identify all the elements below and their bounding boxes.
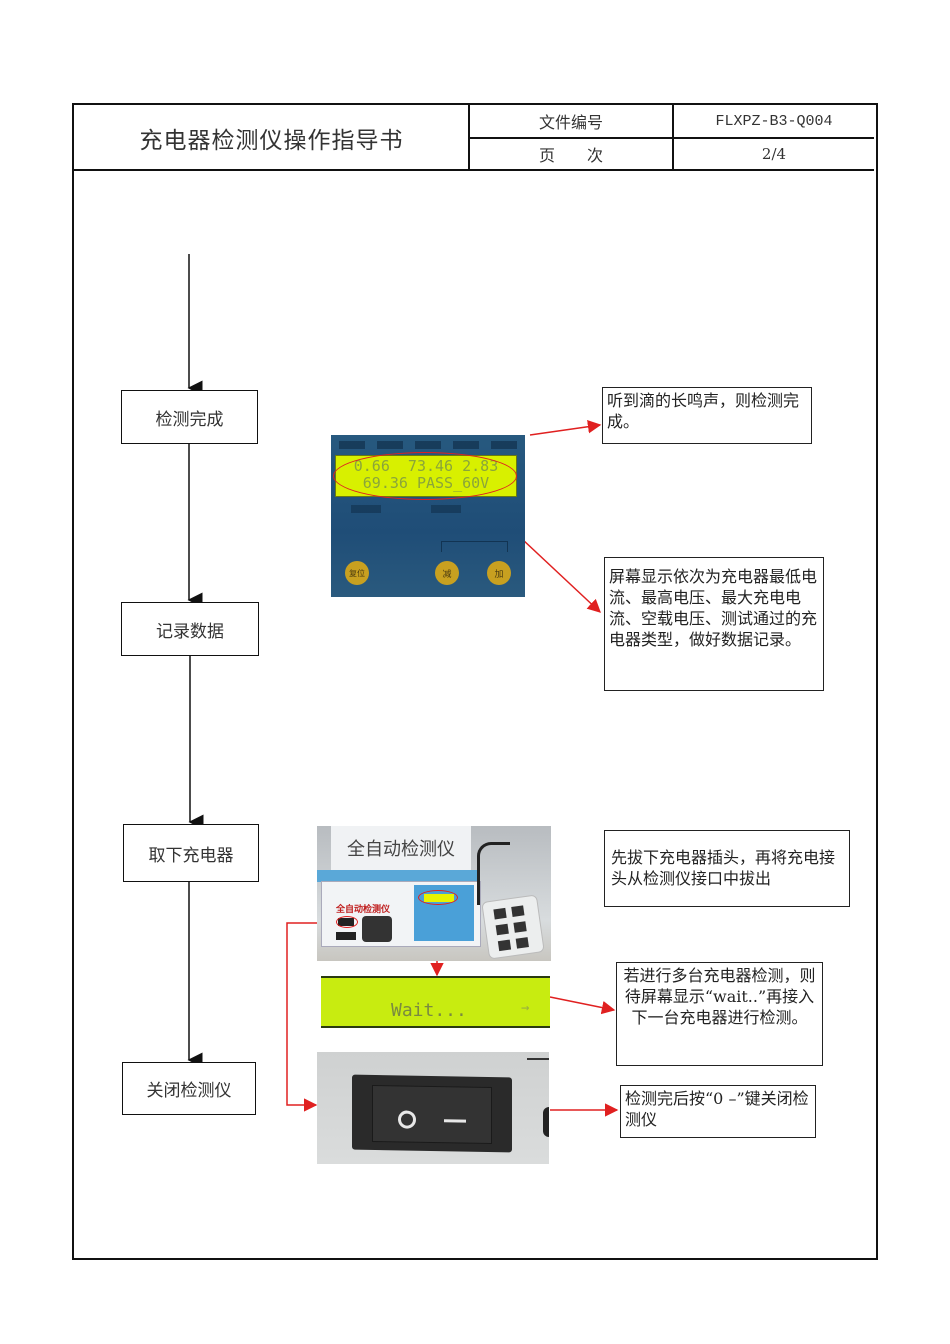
device-photo: 全自动检测仪 全自动检测仪 xyxy=(317,826,551,961)
wait-screen-photo: Wait... → xyxy=(321,976,550,1028)
header-divider xyxy=(470,137,874,139)
note-power-off: 检测完后按“0 –”键关闭检测仪 xyxy=(620,1085,816,1138)
annotation-arrow xyxy=(549,996,616,1015)
lcd-panel-photo: 0.66 73.46 2.83 69.36 PASS_60V 复位 减 加 xyxy=(331,435,525,597)
flow-step-label: 检测完成 xyxy=(155,409,224,430)
doc-number-value: FLXPZ-B3-Q004 xyxy=(715,112,833,130)
highlight-ellipse xyxy=(336,916,358,928)
note-wait: 若进行多台充电器检测，则待屏幕显示“wait..”再接入下一台充电器进行检测。 xyxy=(616,962,823,1066)
device-label: 全自动检测仪 xyxy=(336,905,391,915)
flow-step-label: 取下充电器 xyxy=(148,845,234,866)
flow-step-remove-charger: 取下充电器 xyxy=(123,824,259,882)
socket xyxy=(362,916,392,942)
doc-number-label: 文件编号 xyxy=(538,113,603,132)
button-group-bracket xyxy=(441,541,508,552)
page-number: 2/4 xyxy=(761,145,787,163)
wait-text: Wait... xyxy=(391,1000,467,1021)
header-bottom-rule xyxy=(74,169,874,171)
flow-step-record: 记录数据 xyxy=(121,602,259,656)
note-record: 屏幕显示依次为充电器最低电流、最高电压、最大充电电流、空载电压、测试通过的充电器… xyxy=(604,557,824,691)
annotation-arrow xyxy=(529,420,602,436)
flow-step-label: 关闭检测仪 xyxy=(146,1081,232,1101)
device-top xyxy=(317,870,477,882)
decrease-button: 减 xyxy=(435,561,459,585)
off-symbol-icon xyxy=(398,1110,416,1129)
header-divider xyxy=(468,105,470,170)
lcd-label-strip xyxy=(351,505,511,513)
power-switch-photo xyxy=(317,1052,549,1164)
reset-button: 复位 xyxy=(345,561,369,585)
device-body: 全自动检测仪 xyxy=(321,881,481,947)
document-title: 充电器检测仪操作指导书 xyxy=(139,127,404,154)
lcd-label-strip xyxy=(339,441,517,449)
flow-step-label: 记录数据 xyxy=(156,621,224,642)
flow-step-complete: 检测完成 xyxy=(121,390,258,444)
note-complete: 听到滴的长鸣声，则检测完成。 xyxy=(602,387,812,444)
power-cable xyxy=(477,842,510,905)
flow-step-power-off: 关闭检测仪 xyxy=(122,1062,256,1115)
on-symbol-icon xyxy=(444,1119,466,1123)
power-switch xyxy=(336,932,356,940)
device-sign: 全自动检测仪 xyxy=(331,826,471,870)
page-label: 页 次 xyxy=(538,146,603,165)
page-frame xyxy=(72,103,878,1260)
rocker-switch xyxy=(352,1074,512,1153)
annotation-arrow xyxy=(286,922,338,1112)
arrow-icon: → xyxy=(521,1000,530,1016)
device-display-panel xyxy=(414,885,474,941)
highlight-ellipse xyxy=(418,890,458,905)
increase-button: 加 xyxy=(487,561,511,585)
note-unplug: 先拔下充电器插头，再将充电接头从检测仪接口中拔出 xyxy=(604,830,850,907)
highlight-ellipse xyxy=(333,452,517,500)
